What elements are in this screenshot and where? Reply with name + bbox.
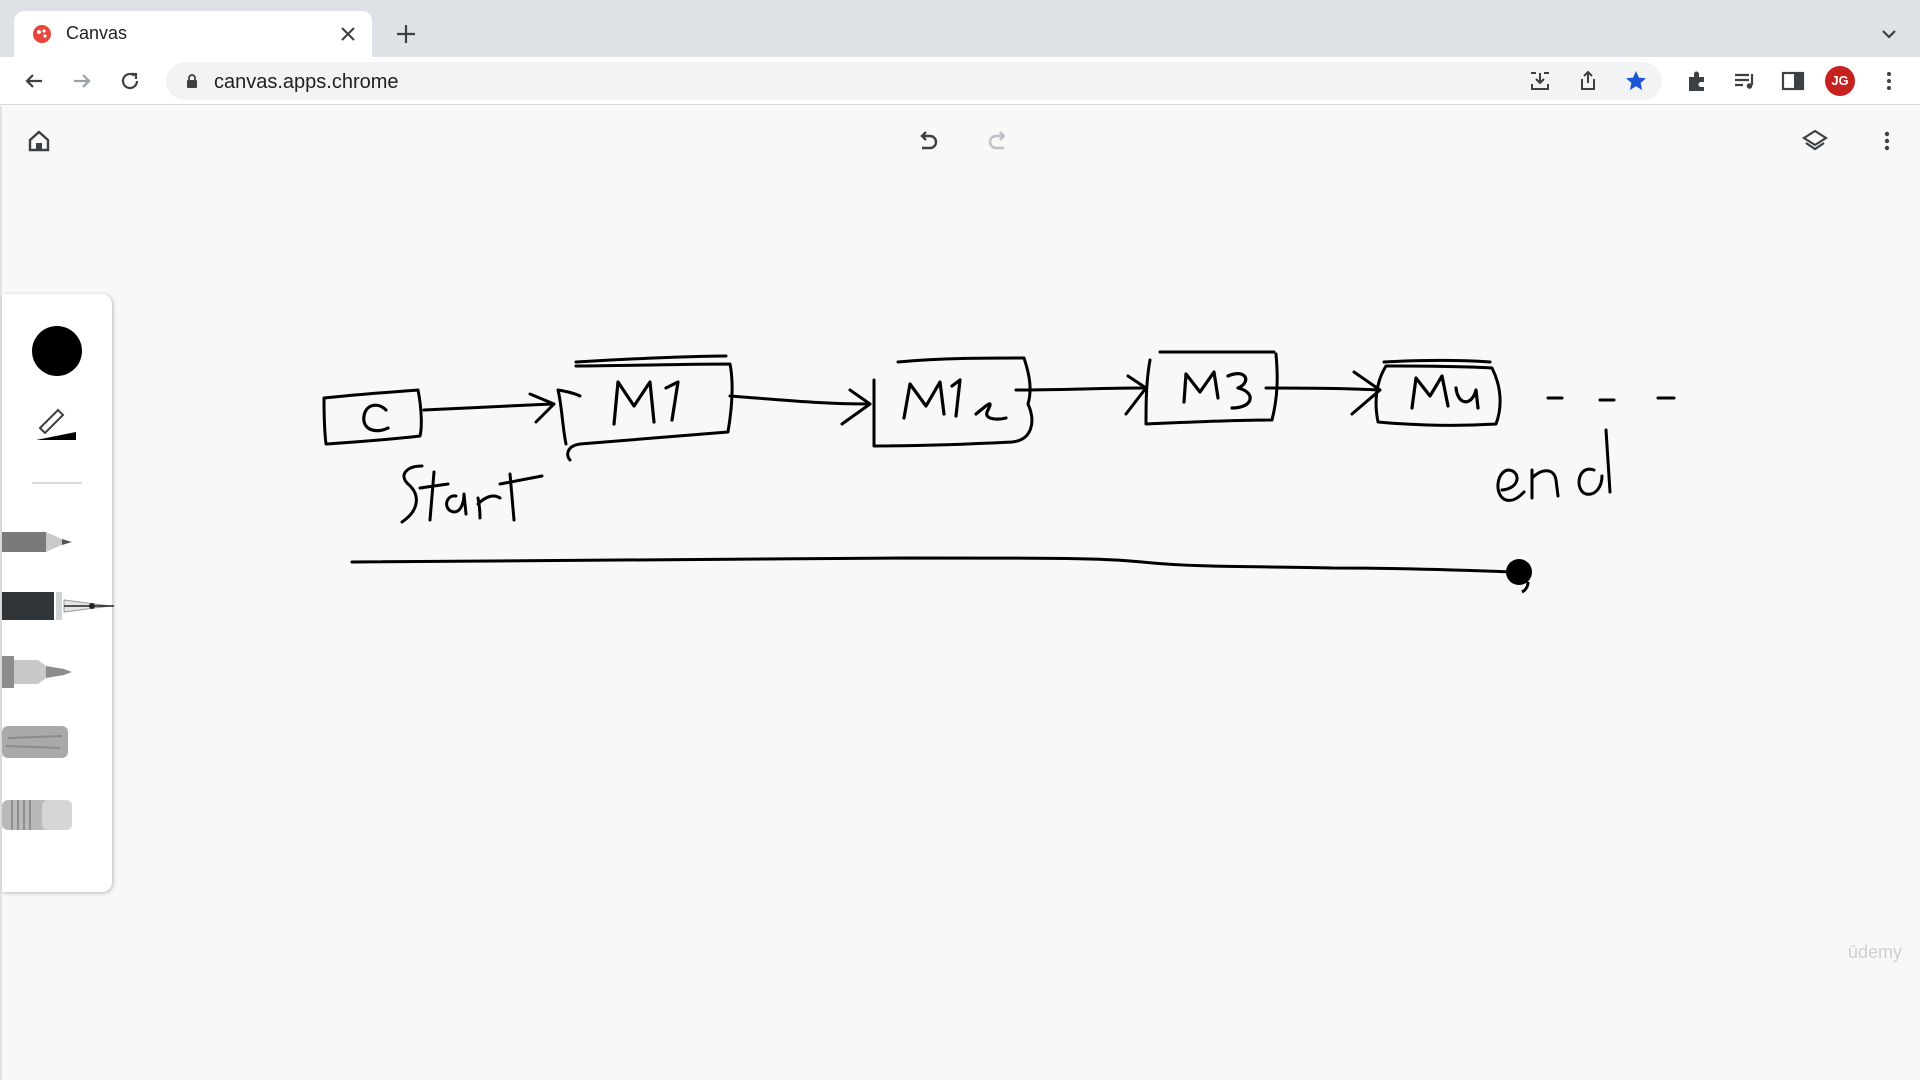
box-m2 xyxy=(872,356,1034,448)
pencil-tool-icon[interactable] xyxy=(2,520,124,564)
box-m1 xyxy=(556,362,734,462)
undo-icon[interactable] xyxy=(912,126,942,156)
extensions-icon[interactable] xyxy=(1683,67,1711,95)
back-icon[interactable] xyxy=(20,67,48,95)
pen-tool-icon[interactable] xyxy=(2,584,124,628)
canvas-app: ūdemy xyxy=(0,106,1920,1080)
arrow-3 xyxy=(1014,374,1148,416)
eraser-tool-icon[interactable] xyxy=(2,792,124,836)
timeline-line xyxy=(350,556,1514,574)
timeline-end-dot xyxy=(1506,559,1532,585)
watermark: ūdemy xyxy=(1847,942,1902,962)
home-icon[interactable] xyxy=(24,126,54,156)
tool-palette xyxy=(2,294,114,892)
redo-icon[interactable] xyxy=(984,126,1014,156)
box-m4 xyxy=(1374,359,1502,427)
reload-icon[interactable] xyxy=(116,67,144,95)
more-vert-icon[interactable] xyxy=(1872,126,1902,156)
chevron-down-icon[interactable] xyxy=(1875,20,1903,48)
trailing-dashes xyxy=(1546,396,1676,402)
media-queue-icon[interactable] xyxy=(1731,67,1759,95)
close-icon[interactable] xyxy=(336,22,360,46)
start-box xyxy=(322,388,423,446)
browser-toolbar: canvas.apps.chrome JG xyxy=(0,57,1920,105)
lock-icon xyxy=(187,74,197,88)
bookmark-star-icon[interactable] xyxy=(1624,69,1648,93)
profile-avatar[interactable]: JG xyxy=(1825,66,1855,96)
color-picker-button[interactable] xyxy=(32,326,82,376)
arrow-4 xyxy=(1264,370,1382,416)
forward-icon[interactable] xyxy=(68,67,96,95)
start-word xyxy=(400,464,544,524)
marker-tool-icon[interactable] xyxy=(2,650,124,694)
canvas-favicon-icon xyxy=(33,25,51,43)
tab-title: Canvas xyxy=(66,23,128,43)
arrow-1 xyxy=(422,392,556,424)
layers-icon[interactable] xyxy=(1800,126,1830,156)
tab-canvas[interactable]: Canvas xyxy=(14,11,372,57)
chalk-tool-icon[interactable] xyxy=(2,720,124,764)
url-text: canvas.apps.chrome xyxy=(214,71,399,93)
address-bar[interactable]: canvas.apps.chrome xyxy=(166,62,1662,100)
new-tab-icon[interactable] xyxy=(392,20,420,48)
arrow-2 xyxy=(728,388,872,426)
install-icon[interactable] xyxy=(1528,69,1552,93)
end-word xyxy=(1496,428,1612,502)
box-m3 xyxy=(1144,350,1279,426)
more-vert-icon[interactable] xyxy=(1875,67,1903,95)
tab-strip: Canvas xyxy=(0,0,1920,57)
drawing-canvas[interactable] xyxy=(2,106,1920,1080)
palette-divider xyxy=(32,482,82,484)
side-panel-icon[interactable] xyxy=(1779,67,1807,95)
stroke-size-icon[interactable] xyxy=(32,402,80,446)
share-icon[interactable] xyxy=(1576,69,1600,93)
